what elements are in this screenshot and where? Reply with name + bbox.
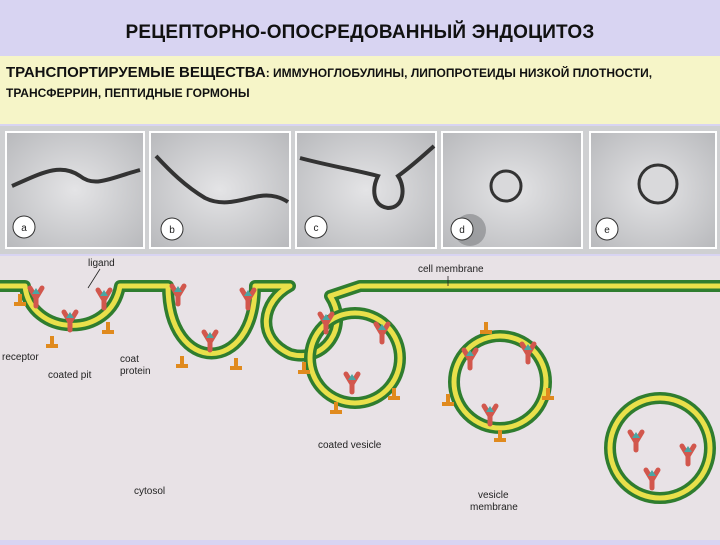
label-receptor: receptor bbox=[2, 352, 39, 363]
micrograph-panel-c: c bbox=[296, 132, 436, 248]
label-cell-membrane: cell membrane bbox=[418, 264, 484, 275]
figure-svg: a b c d e bbox=[0, 126, 720, 540]
label-vesicle-membrane-line2: membrane bbox=[470, 502, 518, 513]
panel-label-d: d bbox=[459, 225, 465, 236]
label-coated-pit: coated pit bbox=[48, 370, 92, 381]
label-ligand: ligand bbox=[88, 258, 115, 269]
label-coated-vesicle: coated vesicle bbox=[318, 440, 382, 451]
label-coat-protein-line2: protein bbox=[120, 366, 151, 377]
panel-label-e: e bbox=[604, 225, 610, 236]
micrograph-panel-a: a bbox=[6, 132, 144, 248]
micrograph-panel-b: b bbox=[150, 132, 290, 248]
subtitle-lead: ТРАНСПОРТИРУЕМЫЕ ВЕЩЕСТВА bbox=[6, 64, 266, 81]
subtitle: ТРАНСПОРТИРУЕМЫЕ ВЕЩЕСТВА: ИММУНОГЛОБУЛИ… bbox=[6, 63, 706, 103]
micrograph-panel-e: e bbox=[590, 132, 716, 248]
label-cytosol: cytosol bbox=[134, 486, 165, 497]
panel-label-a: a bbox=[21, 223, 27, 234]
subtitle-box: ТРАНСПОРТИРУЕМЫЕ ВЕЩЕСТВА: ИММУНОГЛОБУЛИ… bbox=[0, 56, 720, 124]
slide-title: РЕЦЕПТОРНО-ОПОСРЕДОВАННЫЙ ЭНДОЦИТОЗ bbox=[0, 22, 720, 44]
micrograph-panel-d: d bbox=[442, 132, 582, 248]
label-vesicle-membrane-line1: vesicle bbox=[478, 490, 509, 501]
endocytosis-figure: a b c d e bbox=[0, 126, 720, 540]
label-coat-protein-line1: coat bbox=[120, 354, 139, 365]
panel-label-c: c bbox=[314, 223, 319, 234]
panel-label-b: b bbox=[169, 225, 175, 236]
